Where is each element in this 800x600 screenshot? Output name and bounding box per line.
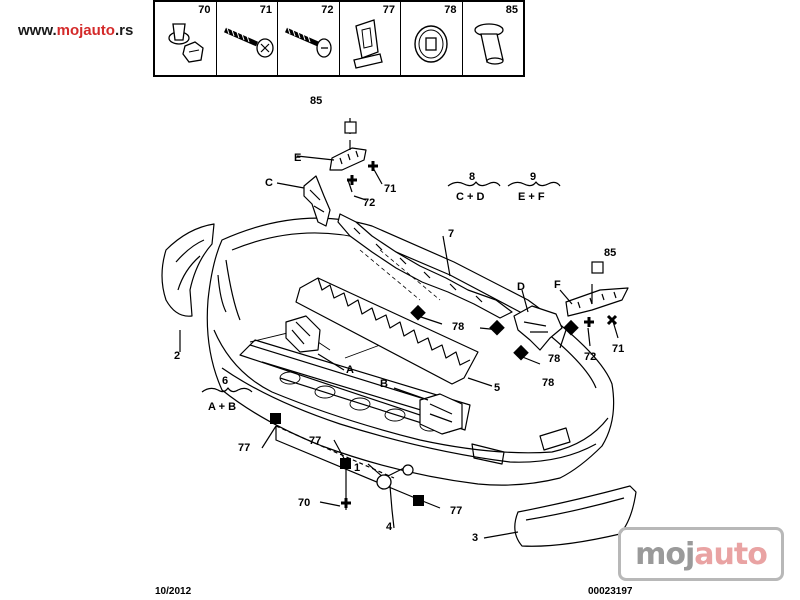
cross-marker [606,314,618,326]
guide-b [419,393,463,435]
label-f: F [554,279,561,291]
label-2: 2 [174,350,180,362]
legend-number: 72 [321,4,334,16]
grommet-78-marker [489,319,505,336]
label-9: 9 [530,171,536,183]
grommet-78-marker [513,344,529,361]
spring-clip-icon [352,19,383,69]
label-1: 1 [354,462,360,474]
rivet-85-marker-right [591,261,604,274]
legend-cell-77: 77 [340,2,401,75]
bracket-c [303,175,331,227]
label-e: E [294,152,301,164]
legend-number: 71 [259,4,272,16]
watermark-part2: auto [694,536,768,572]
plus-marker [368,161,378,171]
diagram-date: 10/2012 [155,586,192,597]
guide-a [285,315,321,353]
url-brand: mojauto [56,22,115,39]
label-77-b: 77 [309,435,321,447]
label-71-right: 71 [612,343,624,355]
label-77-c: 77 [450,505,462,517]
legend-cell-71: 71 [217,2,278,75]
grommet-78-marker [410,304,426,321]
clip-77-marker [413,495,424,506]
label-77-a: 77 [238,442,250,454]
label-6: 6 [222,375,228,387]
label-5: 5 [494,382,500,394]
url-prefix: www. [18,22,57,39]
website-url[interactable]: www.mojauto.rs [18,22,133,39]
label-72-right: 72 [584,351,596,363]
label-85-right: 85 [604,247,616,259]
label-b: B [380,378,388,390]
url-suffix: .rs [114,22,134,39]
diagram-code: 00023197 [588,586,633,597]
screw-washer-icon [223,27,274,58]
clip-77-marker [270,413,281,424]
legend-number: 78 [444,4,457,16]
label-group-ef: E + F [518,191,545,203]
plus-marker [347,175,357,185]
legend-number: 77 [382,4,395,16]
screw-icon [284,27,332,58]
legend-cell-85: 85 [463,2,524,75]
plus-marker [584,317,594,327]
watermark-part1: moj [635,536,695,572]
label-70: 70 [298,497,310,509]
legend-cell-78: 78 [401,2,463,75]
label-7: 7 [448,228,454,240]
push-clip-icon [168,23,204,63]
clip-77-marker [340,458,351,469]
clip-e [329,147,367,171]
left-side-panel [161,223,215,317]
upper-reinforcement [337,213,513,319]
label-8: 8 [469,171,475,183]
grommet-78-marker [563,319,579,336]
label-3: 3 [472,532,478,544]
label-group-ab: A + B [208,401,236,413]
push-clip-marker [376,474,392,490]
plus-marker [341,498,351,508]
push-clip-marker [402,464,414,476]
label-78-c: 78 [542,377,554,389]
label-d: D [517,281,525,293]
legend-cell-72: 72 [278,2,340,75]
rivet-85-marker-top [344,121,357,134]
label-78-a: 78 [452,321,464,333]
label-85-top: 85 [310,95,322,107]
callout-labels: 85 E C 71 72 8 C + D 9 E + F 7 85 D F 78… [174,95,624,544]
legend-number: 85 [505,4,518,16]
legend-number: 70 [198,4,211,16]
label-c: C [265,177,273,189]
bracket-d [513,305,563,351]
fastener-legend: 70 71 72 77 78 [153,0,525,77]
fastener-markers [270,121,618,508]
label-group-cd: C + D [456,191,484,203]
legend-cell-70: 70 [155,2,217,75]
label-4: 4 [386,521,393,533]
clip-f [565,287,629,317]
label-a: A [346,364,354,376]
impact-absorber [295,277,479,385]
grommet-nut-icon [414,25,448,63]
plastic-rivet-icon [473,23,504,65]
label-71-top: 71 [384,183,396,195]
label-78-b: 78 [548,353,560,365]
label-72-top: 72 [363,197,375,209]
